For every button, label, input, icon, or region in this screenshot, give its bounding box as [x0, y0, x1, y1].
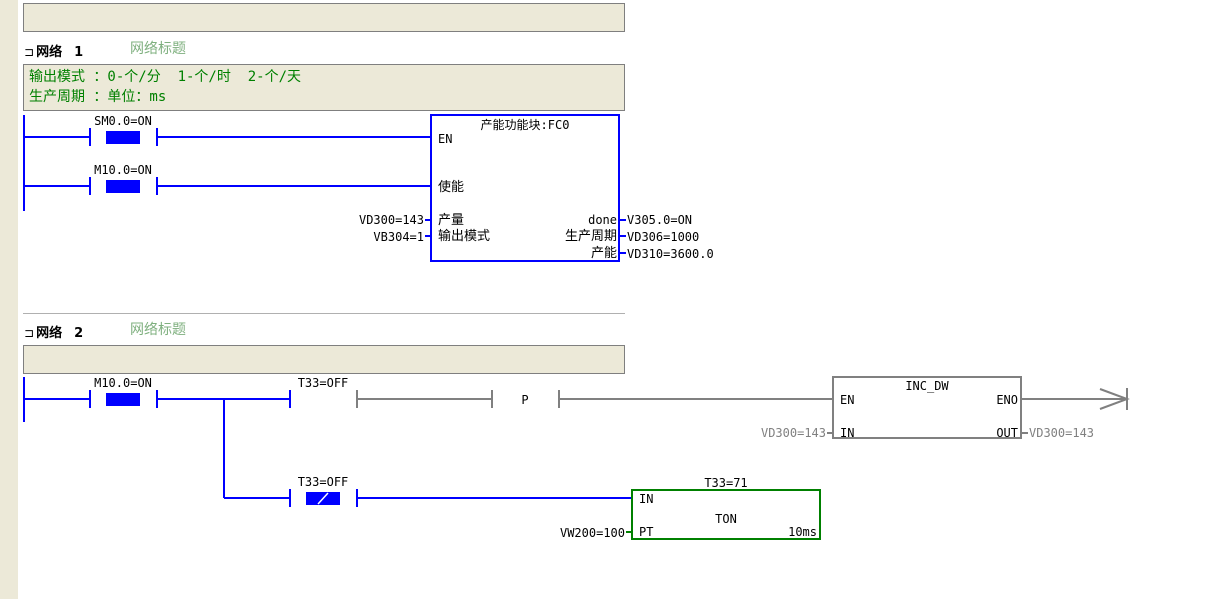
positive-transition-contact[interactable]: P	[491, 390, 560, 408]
fc0-en-pin: EN	[438, 132, 452, 146]
contact-m10-0[interactable]: M10.0=ON	[89, 163, 158, 195]
contact-sm0-0[interactable]: SM0.0=ON	[89, 114, 158, 146]
inc-dw-name: INC_DW	[905, 379, 949, 393]
timer-in-pin: IN	[639, 492, 653, 506]
fc0-title: 产能功能块:FC0	[481, 118, 570, 132]
contact-label: SM0.0=ON	[94, 114, 152, 128]
network-2-comment-box[interactable]	[23, 345, 625, 374]
network-1-comment-line-2: 生产周期 ：单位：ms	[29, 89, 167, 105]
timer-resolution: 10ms	[788, 525, 817, 539]
network-1-comment-line-1: 输出模式 ：0-个/分 1-个/时 2-个/天	[29, 69, 302, 85]
network-1-title[interactable]: 网络标题	[130, 41, 186, 57]
operand-vd310[interactable]: VD310=3600.0	[627, 247, 714, 261]
contact-label: M10.0=ON	[94, 163, 152, 177]
fc0-enable-pin: 使能	[438, 179, 464, 195]
fc0-cycle-pin: 生产周期	[565, 229, 617, 244]
network-label: 网络	[36, 326, 63, 341]
inc-dw-eno-pin: ENO	[996, 393, 1018, 407]
network-1-ladder: SM0.0=ON M10.0=ON 产能功能块:FC0 EN 使能 产量 输出模…	[23, 114, 714, 262]
fc0-done-pin: done	[588, 213, 617, 227]
operand-vd300-in[interactable]: VD300=143	[761, 426, 826, 440]
collapse-icon[interactable]: ⊐	[24, 45, 35, 59]
contact-label: T33=OFF	[298, 475, 349, 489]
inc-dw-en-pin: EN	[840, 393, 854, 407]
contact-label: M10.0=ON	[94, 376, 152, 390]
fc0-output-pin: 产量	[438, 213, 464, 228]
wire-end-arrow	[1099, 388, 1130, 410]
contact-label: T33=OFF	[298, 376, 349, 390]
program-comment-box[interactable]	[23, 3, 625, 32]
fc0-mode-pin: 输出模式	[438, 228, 490, 244]
collapse-icon[interactable]: ⊐	[24, 326, 35, 340]
network-separator	[23, 313, 625, 314]
ton-timer-block[interactable]: IN TON PT 10ms	[631, 489, 821, 540]
network-1-comment-box[interactable]	[23, 64, 625, 111]
operand-vd300[interactable]: VD300=143	[359, 213, 424, 227]
timer-name: TON	[715, 512, 737, 526]
left-gutter	[0, 0, 18, 599]
network-2-title[interactable]: 网络标题	[130, 322, 186, 338]
inc-dw-out-pin: OUT	[996, 426, 1018, 440]
timer-pt-pin: PT	[639, 525, 653, 539]
operand-vw200[interactable]: VW200=100	[560, 526, 625, 540]
operand-vd300-out[interactable]: VD300=143	[1029, 426, 1094, 440]
network-label: 网络	[36, 45, 63, 60]
pulse-label: P	[521, 393, 528, 407]
network-number: 2	[74, 326, 84, 341]
operand-vd306[interactable]: VD306=1000	[627, 230, 699, 244]
contact-m10-0[interactable]: M10.0=ON	[89, 376, 158, 408]
fc0-capacity-pin: 产能	[591, 246, 617, 261]
network-1-header[interactable]: ⊐网络 1	[24, 41, 83, 60]
fc0-function-block[interactable]: 产能功能块:FC0 EN 使能 产量 输出模式 done 生产周期 产能	[430, 114, 620, 262]
inc-dw-block[interactable]: INC_DW EN ENO IN OUT	[832, 376, 1022, 440]
timer-header: T33=71	[704, 476, 747, 490]
contact-t33-no[interactable]: T33=OFF	[289, 376, 358, 408]
inc-dw-in-pin: IN	[840, 426, 854, 440]
contact-t33-nc[interactable]: T33=OFF	[289, 475, 358, 507]
network-number: 1	[74, 45, 84, 60]
network-2-ladder: M10.0=ON T33=OFF P INC_DW EN ENO IN OUT	[23, 376, 1130, 540]
network-2-header[interactable]: ⊐网络 2	[24, 322, 83, 341]
operand-vb304[interactable]: VB304=1	[373, 230, 424, 244]
operand-v305-0[interactable]: V305.0=ON	[627, 213, 692, 227]
